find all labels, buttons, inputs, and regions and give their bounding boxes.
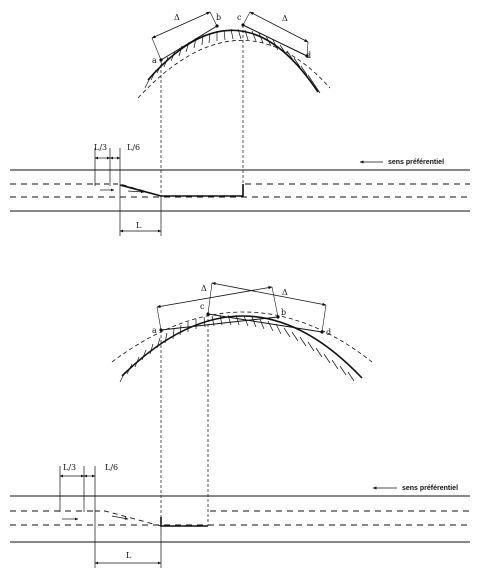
bottom-dim-l: L bbox=[126, 551, 132, 560]
top-point-d: d bbox=[306, 51, 311, 60]
top-delta-right: Δ bbox=[282, 14, 288, 23]
bottom-delta-left: Δ bbox=[201, 284, 207, 293]
top-point-b: b bbox=[216, 13, 221, 22]
top-dim-l6: L/6 bbox=[127, 143, 140, 152]
top-direction-label: sens préférentiel bbox=[388, 159, 444, 166]
top-direction: sens préférentiel bbox=[359, 159, 444, 166]
top-crest: a b c d Δ Δ bbox=[137, 11, 331, 99]
top-dim-l: L bbox=[136, 221, 142, 230]
bottom-chord-right bbox=[207, 313, 323, 333]
bottom-crest-hatching bbox=[119, 314, 355, 383]
bottom-delta-right: Δ bbox=[282, 288, 288, 297]
top-delta-left: Δ bbox=[174, 13, 180, 22]
top-delta-left-dim bbox=[151, 11, 211, 39]
bottom-panel: a c b d Δ Δ sens préférentiel bbox=[10, 282, 470, 568]
bottom-crest: a c b d Δ Δ bbox=[111, 282, 373, 383]
bottom-delta-left-dim bbox=[156, 286, 273, 308]
bottom-dim-l6: L/6 bbox=[105, 463, 118, 472]
bottom-point-b: b bbox=[281, 308, 286, 317]
top-dim-l3: L/3 bbox=[94, 143, 107, 152]
bottom-road bbox=[10, 495, 470, 543]
top-panel: a b c d Δ Δ sens préférentiel bbox=[10, 11, 470, 236]
bottom-chord-left bbox=[160, 316, 279, 331]
top-chord-left bbox=[160, 25, 218, 61]
bottom-point-a: a bbox=[152, 326, 157, 335]
bottom-point-c: c bbox=[200, 302, 205, 311]
top-road bbox=[10, 169, 470, 212]
bottom-dim-l3: L/3 bbox=[63, 463, 76, 472]
bottom-delta-right-dim bbox=[211, 282, 327, 306]
bottom-point-d: d bbox=[326, 328, 331, 337]
bottom-dimensions: L/3 L/6 L bbox=[59, 463, 162, 568]
bottom-direction: sens préférentiel bbox=[372, 485, 458, 492]
top-point-a: a bbox=[152, 56, 157, 65]
top-point-c: c bbox=[237, 13, 242, 22]
top-dimensions: L/3 L/6 L bbox=[94, 143, 162, 236]
top-chord-right bbox=[242, 24, 308, 57]
top-delta-right-dim bbox=[249, 11, 309, 43]
bottom-direction-label: sens préférentiel bbox=[402, 485, 458, 492]
